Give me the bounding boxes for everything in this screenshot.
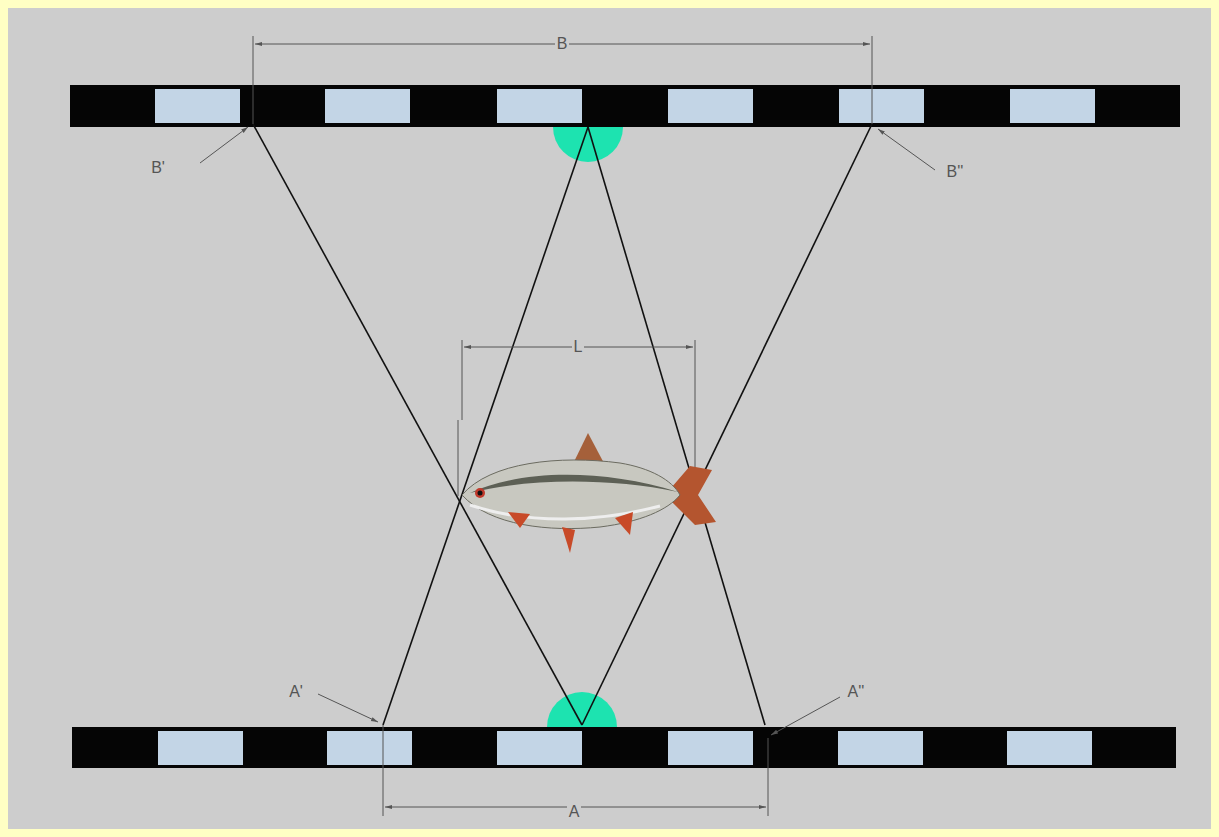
bar-window xyxy=(668,89,753,123)
bar-window xyxy=(838,731,923,765)
dimension-lines xyxy=(253,36,872,816)
top-transducer xyxy=(553,127,623,162)
bar-windows xyxy=(155,89,1095,765)
dimension-label: B xyxy=(555,35,570,53)
bar-window xyxy=(668,731,753,765)
ground xyxy=(8,8,1211,829)
bar-window xyxy=(327,731,412,765)
bar-window xyxy=(1007,731,1092,765)
top-bar xyxy=(70,85,1180,127)
bar-window xyxy=(497,89,582,123)
point-label: A'' xyxy=(846,683,867,701)
point-label: A' xyxy=(287,683,305,701)
bar-window xyxy=(839,89,924,123)
point-label: B'' xyxy=(945,163,966,181)
bar-window xyxy=(1010,89,1095,123)
bar-window xyxy=(497,731,582,765)
bottom-transducer xyxy=(547,692,617,727)
point-label: B' xyxy=(149,159,167,177)
bottom-bar xyxy=(72,727,1176,768)
beam-lines xyxy=(253,124,872,725)
dimension-label: A xyxy=(567,803,582,821)
dimension-label: L xyxy=(572,338,585,356)
fish-illustration xyxy=(462,433,716,553)
bar-window xyxy=(325,89,410,123)
bar-window xyxy=(158,731,243,765)
bar-window xyxy=(155,89,240,123)
leader-lines xyxy=(200,127,935,735)
